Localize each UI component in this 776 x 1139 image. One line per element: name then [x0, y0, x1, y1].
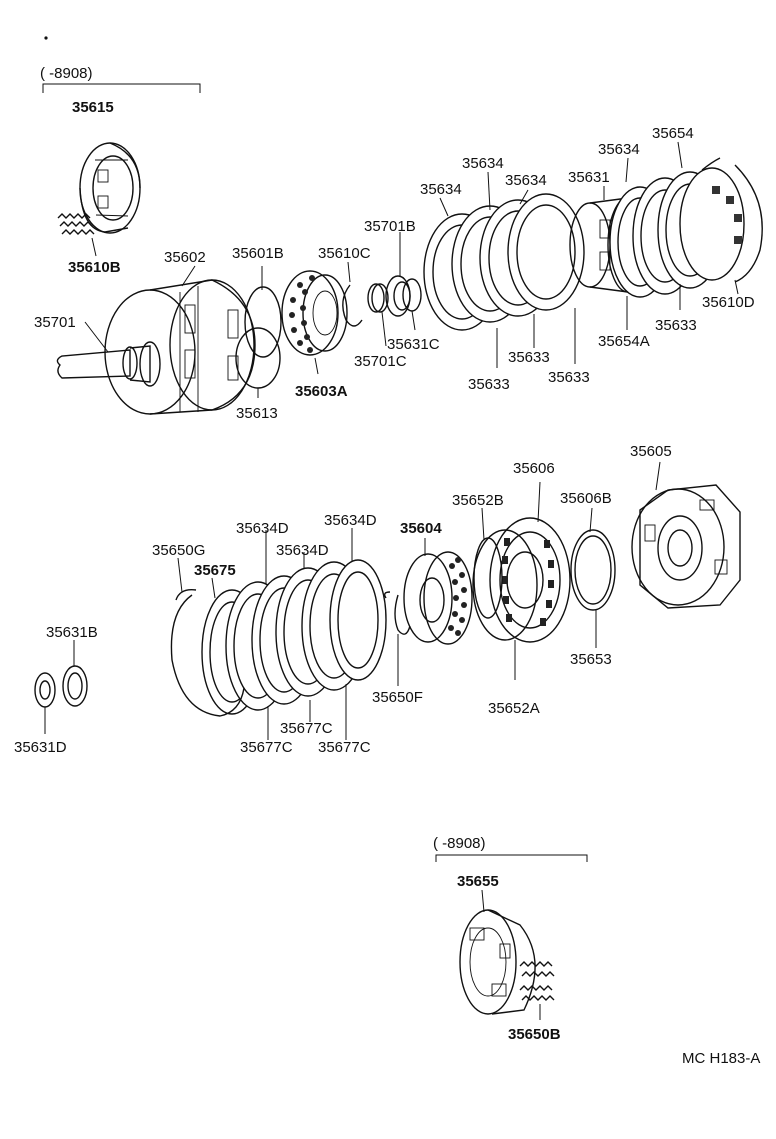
- part-label-35631d: 35631D: [14, 739, 67, 756]
- upper-right-clutch-pack: [609, 141, 763, 330]
- part-label-35634d: 35634D: [324, 512, 377, 529]
- part-35701B-bearing: [385, 232, 411, 317]
- range-note-top: ( -8908): [40, 65, 93, 82]
- range-bracket-top: ( -8908): [40, 36, 201, 93]
- part-label-35602: 35602: [164, 249, 206, 266]
- part-label-35701c: 35701C: [354, 353, 407, 370]
- part-label-35654: 35654: [652, 125, 694, 142]
- part-label-35601b: 35601B: [232, 245, 284, 262]
- part-label-35613: 35613: [236, 405, 278, 422]
- part-label-35604: 35604: [400, 520, 442, 537]
- part-label-35633: 35633: [655, 317, 697, 334]
- part-label-35633: 35633: [468, 376, 510, 393]
- part-label-35634d: 35634D: [276, 542, 329, 559]
- part-35602-drum: [104, 265, 256, 415]
- part-35603A-hub: [281, 270, 348, 375]
- part-label-35610c: 35610C: [318, 245, 371, 262]
- part-label-35701: 35701: [34, 314, 76, 331]
- part-35606B-ring: [570, 507, 616, 648]
- range-bracket-bottom: ( -8908): [433, 835, 588, 862]
- part-label-35606b: 35606B: [560, 490, 612, 507]
- part-35701C-washer: [367, 283, 389, 347]
- part-label-35650g: 35650G: [152, 542, 205, 559]
- part-35701-shaft: [56, 321, 161, 387]
- part-label-35655: 35655: [457, 873, 499, 890]
- part-35650F-snap-ring: [383, 591, 411, 686]
- part-label-35677c: 35677C: [240, 739, 293, 756]
- part-label-35631: 35631: [568, 169, 610, 186]
- part-35610C-snap-ring: [342, 261, 363, 327]
- part-35613-plate: [235, 327, 281, 398]
- part-35631D-washer: [34, 672, 56, 734]
- part-35650B-springs: [519, 961, 555, 1020]
- part-label-35603a: 35603A: [295, 383, 348, 400]
- part-label-35650b: 35650B: [508, 1026, 561, 1043]
- part-35652A-seal: [472, 529, 538, 680]
- part-35606-piston: [489, 481, 571, 643]
- part-35605-drum: [631, 461, 741, 609]
- part-label-35633: 35633: [508, 349, 550, 366]
- part-35610B-springs: [57, 213, 97, 257]
- part-35631B-washer: [62, 640, 88, 707]
- part-35601B-ring: [244, 266, 282, 358]
- part-35604-hub: [403, 538, 473, 645]
- part-label-35610d: 35610D: [702, 294, 755, 311]
- part-label-35650f: 35650F: [372, 689, 423, 706]
- part-label-35701b: 35701B: [364, 218, 416, 235]
- part-35655-cup: [459, 889, 536, 1015]
- part-label-35631b: 35631B: [46, 624, 98, 641]
- range-note-bottom: ( -8908): [433, 835, 486, 852]
- part-label-35634: 35634: [462, 155, 504, 172]
- part-label-35634: 35634: [420, 181, 462, 198]
- upper-clutch-pack: [423, 171, 585, 368]
- part-label-35634: 35634: [505, 172, 547, 189]
- part-35650G-snap-ring: [170, 557, 245, 717]
- part-label-35675: 35675: [194, 562, 236, 579]
- diagram-code: MC H183-A: [682, 1050, 760, 1067]
- part-label-35677c: 35677C: [280, 720, 333, 737]
- part-label-35652b: 35652B: [452, 492, 504, 509]
- part-label-35652a: 35652A: [488, 700, 540, 717]
- part-35631C-washer: [402, 278, 422, 331]
- part-label-35634d: 35634D: [236, 520, 289, 537]
- part-label-35615: 35615: [72, 99, 114, 116]
- part-35615-cup: [79, 142, 141, 234]
- part-label-35633: 35633: [548, 369, 590, 386]
- part-label-35606: 35606: [513, 460, 555, 477]
- part-label-35634: 35634: [598, 141, 640, 158]
- part-label-35677c: 35677C: [318, 739, 371, 756]
- lower-clutch-pack: [201, 528, 387, 740]
- part-label-35605: 35605: [630, 443, 672, 460]
- part-label-35653: 35653: [570, 651, 612, 668]
- part-label-35654a: 35654A: [598, 333, 650, 350]
- part-label-35610b: 35610B: [68, 259, 121, 276]
- part-label-35631c: 35631C: [387, 336, 440, 353]
